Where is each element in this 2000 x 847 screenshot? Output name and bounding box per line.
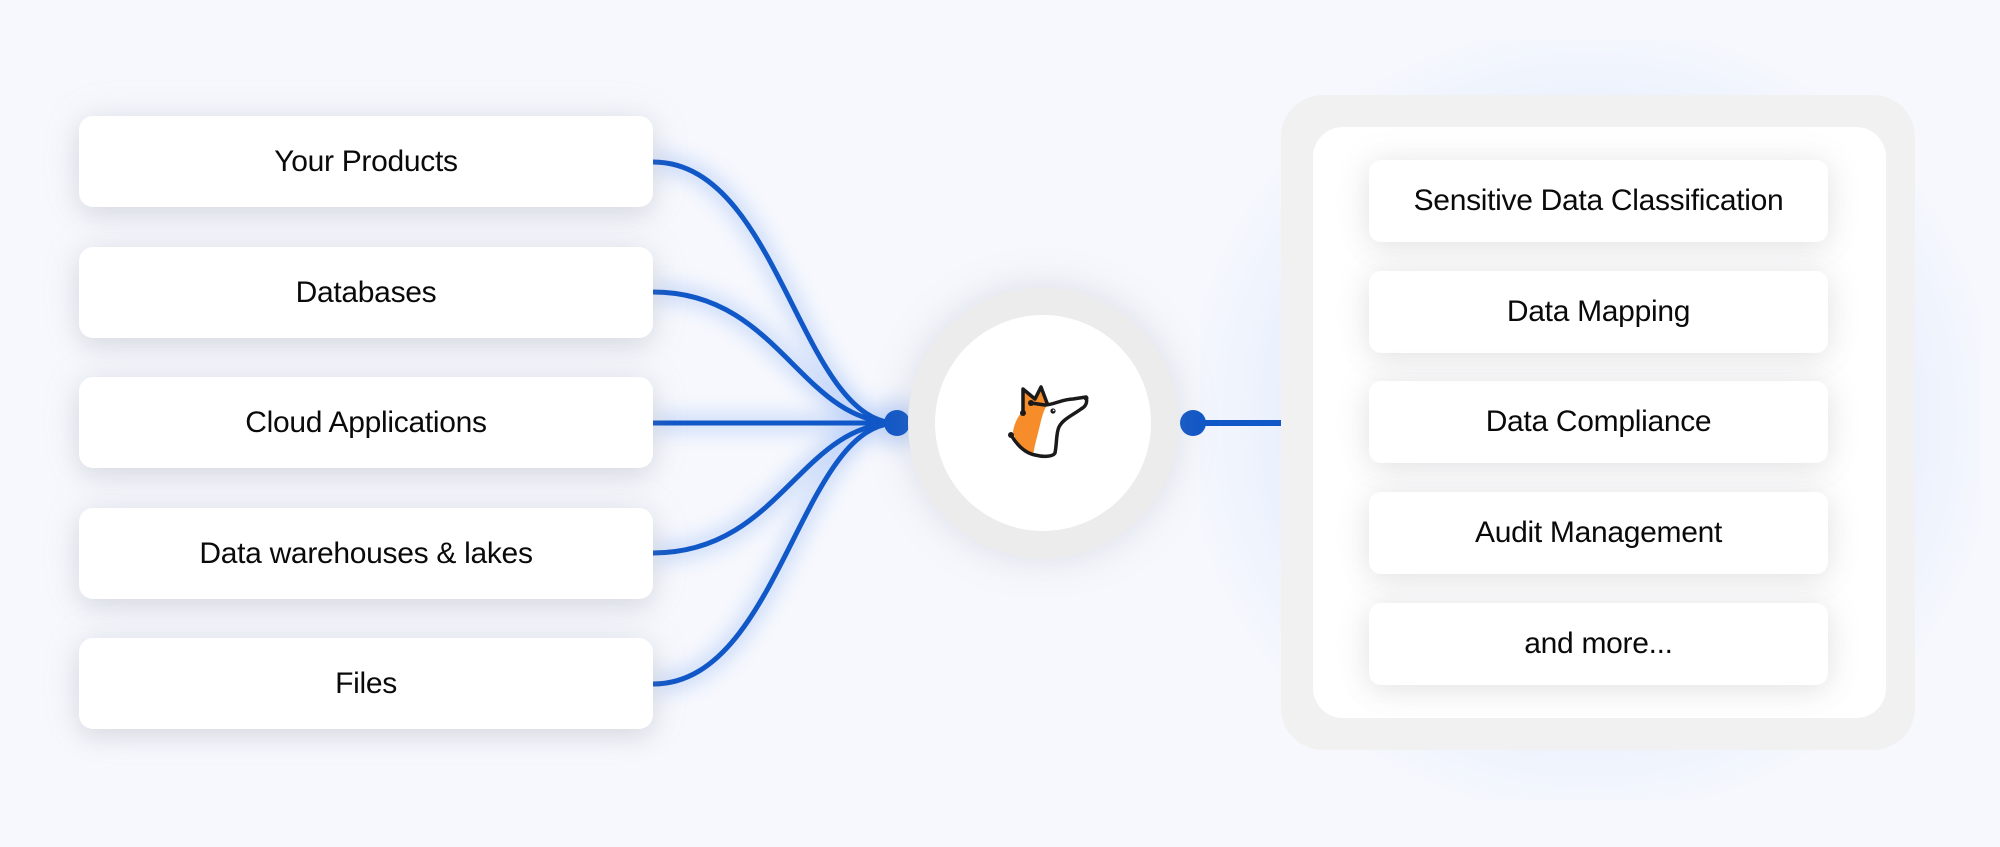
source-label: Databases [295,275,437,309]
output-node-dot [1180,410,1206,436]
source-card-your-products: Your Products [79,116,653,207]
source-label: Your Products [274,144,458,178]
fox-head-logo-icon [1008,385,1089,459]
connector-files [650,420,900,687]
hub-inner-circle [935,315,1151,531]
capabilities-inner-panel: Sensitive Data Classification Data Mappi… [1313,127,1886,718]
source-label: Data warehouses & lakes [199,536,533,570]
capability-card-audit-management: Audit Management [1369,492,1828,574]
capability-card-data-compliance: Data Compliance [1369,381,1828,463]
capability-label: and more... [1524,627,1673,660]
capability-label: Data Compliance [1485,405,1712,438]
capability-label: Sensitive Data Classification [1413,184,1784,217]
connector-databases [650,289,900,426]
capabilities-panel: Sensitive Data Classification Data Mappi… [1281,95,1915,750]
source-card-cloud-applications: Cloud Applications [79,377,653,468]
connector-data-warehouses [650,420,900,556]
capability-label: Audit Management [1474,516,1723,549]
connector-your-products [650,159,900,426]
capability-card-and-more: and more... [1369,603,1828,685]
source-card-files: Files [79,638,653,729]
source-card-databases: Databases [79,247,653,338]
input-node-dot [884,410,910,436]
source-label: Files [335,666,397,700]
capability-label: Data Mapping [1506,295,1691,328]
capability-card-data-mapping: Data Mapping [1369,271,1828,353]
source-label: Cloud Applications [245,405,487,439]
hub-circle [908,288,1178,558]
source-card-data-warehouses: Data warehouses & lakes [79,508,653,599]
capability-card-sensitive-data-classification: Sensitive Data Classification [1369,160,1828,242]
